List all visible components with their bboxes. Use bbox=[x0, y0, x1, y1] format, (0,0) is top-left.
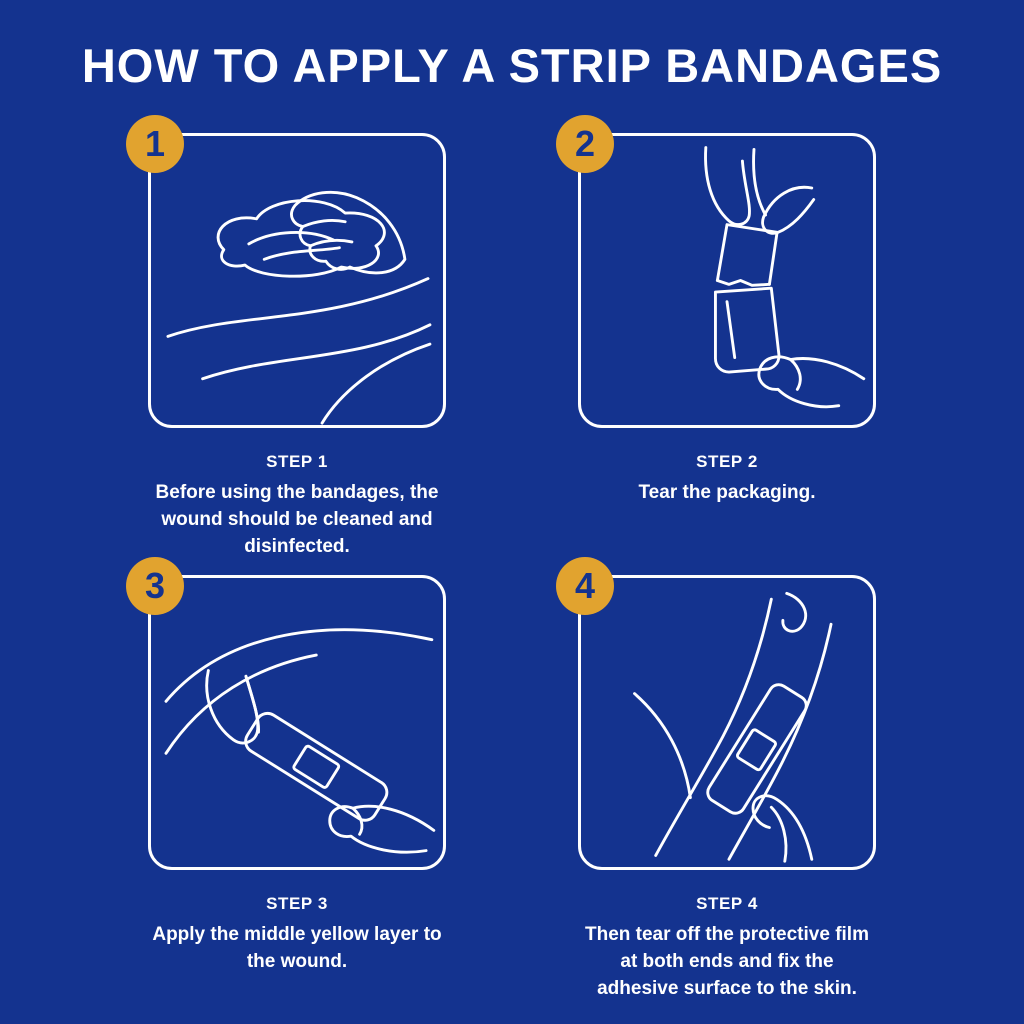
removing-protective-film-illustration bbox=[633, 591, 833, 863]
step-2-number-badge: 2 bbox=[556, 115, 614, 173]
step-1-label: STEP 1 bbox=[266, 452, 328, 471]
step-2-description: Tear the packaging. bbox=[638, 482, 816, 503]
step-3-text: STEP 3 Apply the middle yellow layer to … bbox=[148, 894, 446, 976]
step-1-number: 1 bbox=[144, 123, 166, 164]
step-4-panel-wrap: 4 bbox=[556, 556, 876, 870]
step-4-number-badge: 4 bbox=[556, 556, 614, 615]
step-1-number-badge: 1 bbox=[126, 115, 184, 173]
step-3-illustration-panel bbox=[148, 574, 446, 870]
step-2-panel-wrap: 2 bbox=[556, 115, 876, 428]
step-2-text: STEP 2 Tear the packaging. bbox=[578, 452, 876, 507]
step-1-description: Before using the bandages, the wound sho… bbox=[155, 482, 439, 557]
step-4-illustration-panel bbox=[578, 574, 876, 870]
hands-tearing-package-illustration bbox=[704, 146, 866, 409]
step-4-number: 4 bbox=[574, 564, 596, 606]
step-2-number: 2 bbox=[574, 123, 596, 164]
step-cell-4: 4 bbox=[556, 556, 876, 1003]
step-3-panel-wrap: 3 bbox=[126, 556, 446, 870]
step-3-label: STEP 3 bbox=[266, 893, 328, 913]
step-4-label: STEP 4 bbox=[696, 893, 758, 913]
step-1-text: STEP 1 Before using the bandages, the wo… bbox=[148, 452, 446, 561]
step-cell-3: 3 bbox=[126, 556, 446, 1003]
steps-grid: 1 bbox=[0, 115, 1024, 1003]
step-cell-1: 1 bbox=[126, 115, 446, 561]
step-3-description: Apply the middle yellow layer to the wou… bbox=[152, 923, 442, 972]
step-3-number-badge: 3 bbox=[126, 556, 184, 615]
step-4-description: Then tear off the protective film at bot… bbox=[585, 923, 869, 999]
hand-cleaning-wound-illustration bbox=[166, 190, 432, 425]
applying-bandage-illustration bbox=[164, 628, 436, 854]
step-1-illustration-panel bbox=[148, 133, 446, 428]
step-2-label: STEP 2 bbox=[696, 452, 758, 471]
step-4-text: STEP 4 Then tear off the protective film… bbox=[578, 894, 876, 1003]
step-1-panel-wrap: 1 bbox=[126, 115, 446, 428]
step-2-illustration-panel bbox=[578, 133, 876, 428]
step-cell-2: 2 bbox=[556, 115, 876, 561]
step-3-number: 3 bbox=[144, 564, 166, 606]
poster-title: HOW TO APPLY A STRIP BANDAGES bbox=[81, 39, 943, 92]
